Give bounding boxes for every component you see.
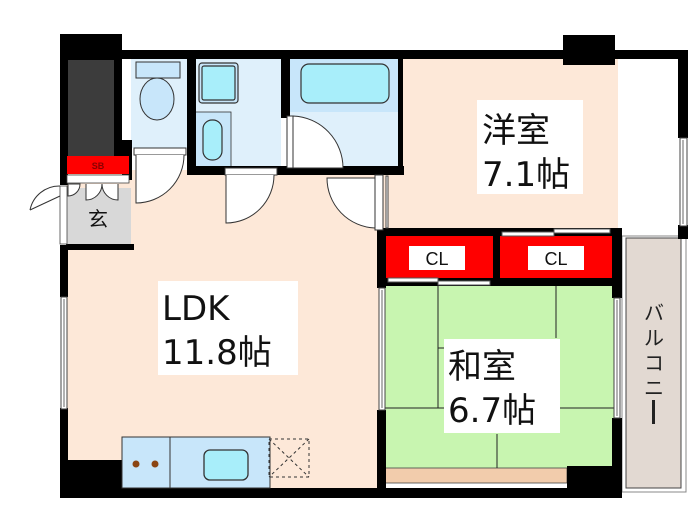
toilet-fixture xyxy=(135,61,181,121)
balcony-floor xyxy=(625,237,682,489)
japanese-room-size: 6.7帖 xyxy=(448,391,536,431)
western-room-door[interactable] xyxy=(326,174,384,231)
svg-text:コ: コ xyxy=(644,351,664,375)
stove-burner-icon xyxy=(132,460,140,468)
shoe-box-door-frame xyxy=(66,174,130,184)
genkan-label: 玄 xyxy=(88,207,108,231)
svg-text:ニ: ニ xyxy=(644,376,664,400)
ldk-name: LDK xyxy=(162,289,231,329)
western-room-size: 7.1帖 xyxy=(482,155,570,195)
window-sashes xyxy=(63,140,684,416)
bathtub xyxy=(300,63,390,104)
genkan-floor xyxy=(67,188,131,248)
shoe-box-label: SB xyxy=(92,161,105,171)
closet-left-label: CL xyxy=(425,249,448,269)
refrigerator-space xyxy=(268,438,310,478)
kitchen-counter xyxy=(121,436,271,489)
genkan-doors xyxy=(29,183,119,211)
svg-text:ル: ル xyxy=(644,326,664,350)
closet-right-label: CL xyxy=(544,249,567,269)
stove-burner-icon xyxy=(151,460,159,468)
japanese-room-name: 和室 xyxy=(448,347,516,387)
toilet-door[interactable] xyxy=(133,147,187,204)
tatami-edge-strip xyxy=(384,467,568,484)
svg-text:バ: バ xyxy=(644,301,664,325)
entrance-door-frame[interactable] xyxy=(59,185,68,245)
bathroom-door[interactable] xyxy=(286,115,344,169)
closet-left-label-bg xyxy=(409,246,465,270)
ldk-size: 11.8帖 xyxy=(162,333,272,373)
western-label-bg xyxy=(477,100,583,194)
shoe-box[interactable] xyxy=(67,156,129,174)
japanese-label-bg xyxy=(444,339,560,433)
balcony-label: バ ル コ ニ xyxy=(644,301,664,424)
western-room-name: 洋室 xyxy=(482,111,550,151)
washbasin xyxy=(202,119,223,161)
ldk-label-bg xyxy=(158,281,298,375)
closet-sliding-doors xyxy=(387,228,611,286)
closet-right-label-bg xyxy=(528,246,584,270)
balcony-rail xyxy=(621,235,687,493)
washroom-door[interactable] xyxy=(224,167,278,224)
washing-machine-pan xyxy=(198,62,239,104)
walls xyxy=(60,34,688,498)
